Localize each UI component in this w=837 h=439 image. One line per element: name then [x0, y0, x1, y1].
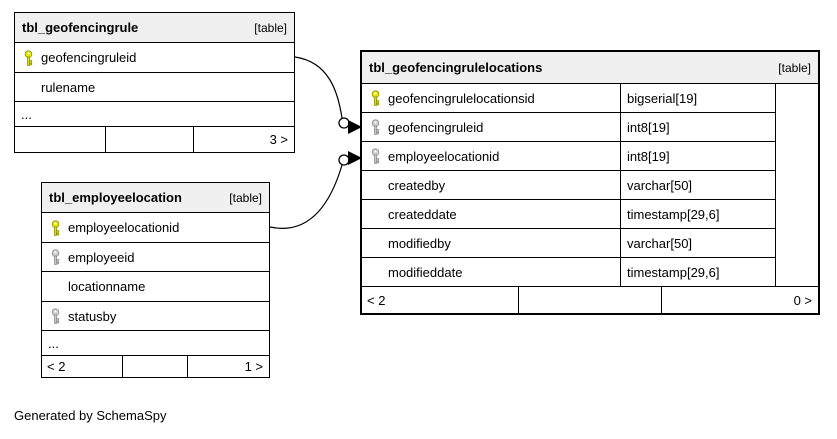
column-type: varchar[50] [620, 171, 775, 199]
column-name: employeeid [68, 249, 135, 265]
column-type: bigserial[19] [620, 84, 775, 112]
index-key-icon [371, 148, 379, 164]
table-name[interactable]: tbl_geofencingrulelocations [369, 60, 543, 75]
relationship-zero-circle [338, 154, 350, 166]
index-key-icon [371, 119, 379, 135]
index-key-icon [51, 308, 59, 324]
table-tbl-geofencingrulelocations[interactable]: tbl_geofencingrulelocations [table] [360, 50, 820, 315]
footer-mid-cell [122, 356, 187, 377]
key-slot [15, 49, 41, 66]
footer-children-cell: 1 > [187, 356, 269, 377]
column-row-rulename: rulename [15, 73, 294, 102]
key-slot [362, 148, 388, 164]
column-row-geofencingruleid: geofencingruleid int8[19] [362, 113, 775, 142]
table-header[interactable]: tbl_geofencingrulelocations [table] [362, 52, 818, 84]
table-name[interactable]: tbl_employeelocation [49, 190, 182, 205]
primary-key-icon [24, 49, 32, 66]
relationship-curve-employeelocationid [269, 164, 343, 229]
column-row-statusby: statusby [42, 302, 269, 331]
ellipsis-label: ... [48, 335, 59, 351]
footer-children-cell: 0 > [661, 287, 818, 313]
column-name: modifieddate [388, 264, 463, 280]
column-row-geofencingruleid: geofencingruleid [15, 43, 294, 73]
footer-children-cell: 3 > [193, 127, 294, 152]
column-name: statusby [68, 308, 117, 324]
table-type-badge: [table] [229, 190, 262, 205]
key-slot [42, 219, 68, 236]
ellipsis-label: ... [21, 106, 32, 122]
column-row-createdby: createdby varchar[50] [362, 171, 775, 200]
relationship-curve-geofencingruleid [294, 56, 343, 119]
column-type: timestamp[29,6] [620, 258, 775, 286]
column-row-locationname: locationname [42, 272, 269, 302]
primary-key-icon [371, 90, 379, 106]
column-name: createddate [388, 206, 457, 222]
column-row-modifiedby: modifiedby varchar[50] [362, 229, 775, 258]
columns-ellipsis-row: ... [42, 331, 269, 355]
footer-mid-cell [518, 287, 661, 313]
table-type-badge: [table] [778, 60, 811, 75]
table-tbl-geofencingrule[interactable]: tbl_geofencingrule [table] geofencingrul… [14, 12, 295, 153]
table-footer: < 2 0 > [362, 286, 818, 313]
column-name: rulename [41, 79, 96, 95]
footer-parents-cell: < 2 [47, 359, 66, 374]
column-name: modifiedby [388, 235, 451, 251]
column-name: employeelocationid [68, 220, 180, 235]
relationship-zero-circle [338, 117, 350, 129]
column-row-createddate: createddate timestamp[29,6] [362, 200, 775, 229]
column-name: geofencingrulelocationsid [388, 90, 535, 106]
key-slot [42, 249, 68, 265]
table-tbl-employeelocation[interactable]: tbl_employeelocation [table] employeeloc… [41, 182, 270, 378]
column-type: int8[19] [620, 113, 775, 141]
column-row-employeelocationid: employeelocationid [42, 213, 269, 243]
column-type: timestamp[29,6] [620, 200, 775, 228]
key-slot [362, 119, 388, 135]
table-name[interactable]: tbl_geofencingrule [22, 20, 139, 35]
columns-ellipsis-row: ... [15, 102, 294, 126]
column-name: geofencingruleid [41, 50, 137, 65]
key-slot [362, 90, 388, 106]
column-row-employeelocationid: employeelocationid int8[19] [362, 142, 775, 171]
column-name: locationname [68, 279, 146, 294]
index-key-icon [51, 249, 59, 265]
primary-key-icon [51, 219, 59, 236]
column-row-employeeid: employeeid [42, 243, 269, 272]
table-side-spacer [775, 84, 818, 286]
column-row-geofencingrulelocationsid: geofencingrulelocationsid bigserial[19] [362, 84, 775, 113]
footer-parents-cell: < 2 [367, 292, 386, 308]
table-footer: < 2 1 > [42, 355, 269, 377]
column-type: varchar[50] [620, 229, 775, 257]
footer-parents-cell [15, 127, 105, 152]
column-type: int8[19] [620, 142, 775, 170]
table-footer: 3 > [15, 126, 294, 152]
column-name: geofencingruleid [388, 119, 484, 135]
footer-mid-cell [105, 127, 193, 152]
table-type-badge: [table] [254, 20, 287, 35]
generated-by-caption: Generated by SchemaSpy [14, 408, 167, 423]
table-header[interactable]: tbl_geofencingrule [table] [15, 13, 294, 43]
column-name: employeelocationid [388, 148, 500, 164]
table-header[interactable]: tbl_employeelocation [table] [42, 183, 269, 213]
column-row-modifieddate: modifieddate timestamp[29,6] [362, 258, 775, 286]
key-slot [42, 308, 68, 324]
column-name: createdby [388, 177, 446, 193]
